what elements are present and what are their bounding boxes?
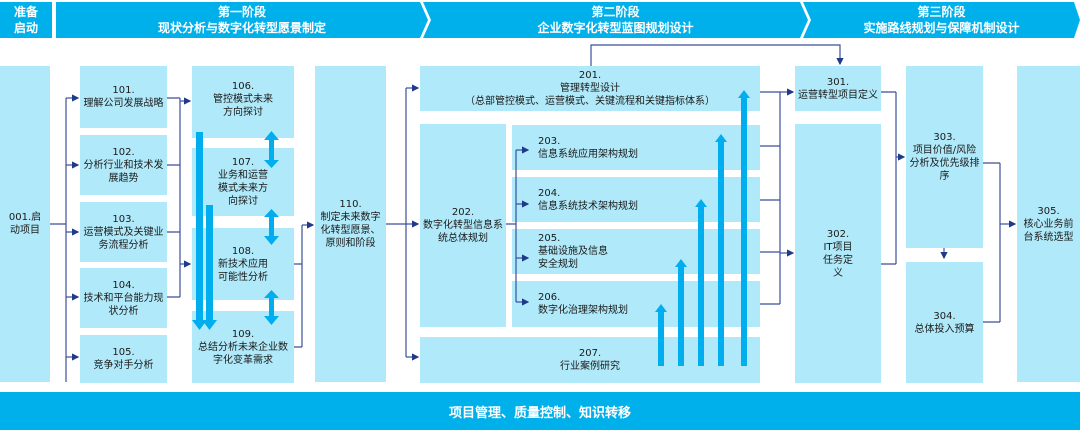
box-202: 202. 数字化转型信息系统总体规划 [420,124,506,327]
box-text: 行业案例研究 [560,361,620,372]
box-302: 302.IT项目任务定义 [795,124,881,383]
header-prep: 准备启动 [0,2,52,38]
box-text: 数字化治理架构规划 [538,305,628,316]
box-num: 108. [231,245,255,257]
box-text: 信息系统技术架构规划 [538,200,638,212]
box-text: 竞争对手分析 [93,360,154,371]
box-108: 108.新技术应用可能性分析 [192,228,294,300]
prep-line2: 启动 [13,21,38,35]
box-num: 207. [578,348,602,359]
header-phase2: 第二阶段企业数字化转型蓝图规划设计 [423,2,808,38]
box-206: 206. 数字化治理架构规划 [512,281,760,327]
phase3-title: 第三阶段 [917,5,966,19]
box-num: 302. [826,228,850,240]
footer-bar: 项目管理、质量控制、知识转移 [0,392,1080,430]
box-text: 项目价值/风险分析及优先级排序 [909,145,980,182]
box-subtext: （总部管控模式、运营模式、关键流程和关键指标体系） [465,96,715,107]
box-num: 205. [538,233,561,244]
box-text: 分析行业和技术发展趋势 [83,159,164,184]
box-text: 技术和平台能力现状分析 [83,292,164,317]
box-num: 304. [933,310,956,322]
box-text: 基础设施及信息安全规划 [538,246,608,270]
box-106: 106. 管控模式未来方向探讨 [192,66,294,138]
box-num: 305. [1037,205,1060,217]
box-text: 总体投入预算 [914,323,975,335]
box-301: 301.运营转型项目定义 [795,66,881,111]
box-text: 信息系统应用架构规划 [538,148,638,160]
box-103: 103.运营模式及关键业务流程分析 [80,202,167,262]
box-text: 核心业务前台系统选型 [1023,218,1074,243]
box-304: 304.总体投入预算 [906,262,983,383]
box-205: 205. 基础设施及信息安全规划 [512,229,760,274]
box-num: 206. [538,292,561,303]
box-num: 110. [339,199,362,210]
header-phase1: 第一阶段现状分析与数字化转型愿景制定 [56,2,428,38]
box-207: 207. 行业案例研究 [420,337,760,383]
box-num: 103. [112,213,135,225]
box-num: 104. [112,279,135,291]
phase3-subtitle: 实施路线规划与保障机制设计 [863,21,1020,35]
prep-line1: 准备 [13,5,38,19]
box-num: 101. [112,85,135,96]
box-num: 102. [112,146,135,158]
phase1-subtitle: 现状分析与数字化转型愿景制定 [157,21,326,35]
box-num: 001.启 [8,212,42,223]
box-text: 动项目 [10,225,40,236]
box-text: IT项目任务定义 [823,241,853,279]
box-101: 101. 理解公司发展战略 [80,66,167,128]
box-text: 业务和运营模式未来方向探讨 [218,170,268,207]
box-num: 301. [826,76,850,88]
box-110: 110. 制定未来数字化转型愿景、原则和阶段 [315,66,386,382]
box-text: 数字化转型信息系统总体规划 [423,220,503,244]
box-text: 制定未来数字化转型愿景、原则和阶段 [320,212,381,249]
phase2-subtitle: 企业数字化转型蓝图规划设计 [537,21,694,35]
box-text: 总结分析未来企业数字化变革需求 [198,341,288,366]
box-303: 303. 项目价值/风险分析及优先级排序 [906,66,983,248]
box-001: 001.启动项目 [0,66,50,382]
box-105: 105. 竞争对手分析 [80,335,167,383]
footer-text: 项目管理、质量控制、知识转移 [448,405,631,421]
box-text: 管理转型设计 [560,83,620,94]
box-text: 管控模式未来方向探讨 [213,94,273,118]
box-305: 305.核心业务前台系统选型 [1017,66,1080,382]
box-104: 104.技术和平台能力现状分析 [80,268,167,328]
box-107: 107. 业务和运营模式未来方向探讨 [192,148,294,216]
box-201: 201. 管理转型设计 （总部管控模式、运营模式、关键流程和关键指标体系） [420,66,760,111]
box-203: 203.信息系统应用架构规划 [512,125,760,170]
box-num: 105. [112,347,135,358]
box-num: 203. [538,135,561,147]
box-num: 204. [538,187,561,199]
box-num: 109. [231,328,255,340]
box-text: 新技术应用可能性分析 [218,258,268,283]
box-num: 303. [933,132,956,143]
box-text: 运营转型项目定义 [798,89,878,101]
box-text: 运营模式及关键业务流程分析 [83,226,164,251]
box-num: 107. [231,157,255,168]
box-num: 202. [451,207,475,218]
header-phase3: 第三阶段实施路线规划与保障机制设计 [803,2,1080,38]
phase2-title: 第二阶段 [591,5,640,19]
box-num: 201. [578,70,602,81]
phase1-title: 第一阶段 [217,5,266,19]
box-num: 106. [231,81,255,92]
box-109: 109.总结分析未来企业数字化变革需求 [192,311,294,383]
box-text: 理解公司发展战略 [83,98,164,109]
box-102: 102.分析行业和技术发展趋势 [80,135,167,195]
box-204: 204.信息系统技术架构规划 [512,177,760,222]
